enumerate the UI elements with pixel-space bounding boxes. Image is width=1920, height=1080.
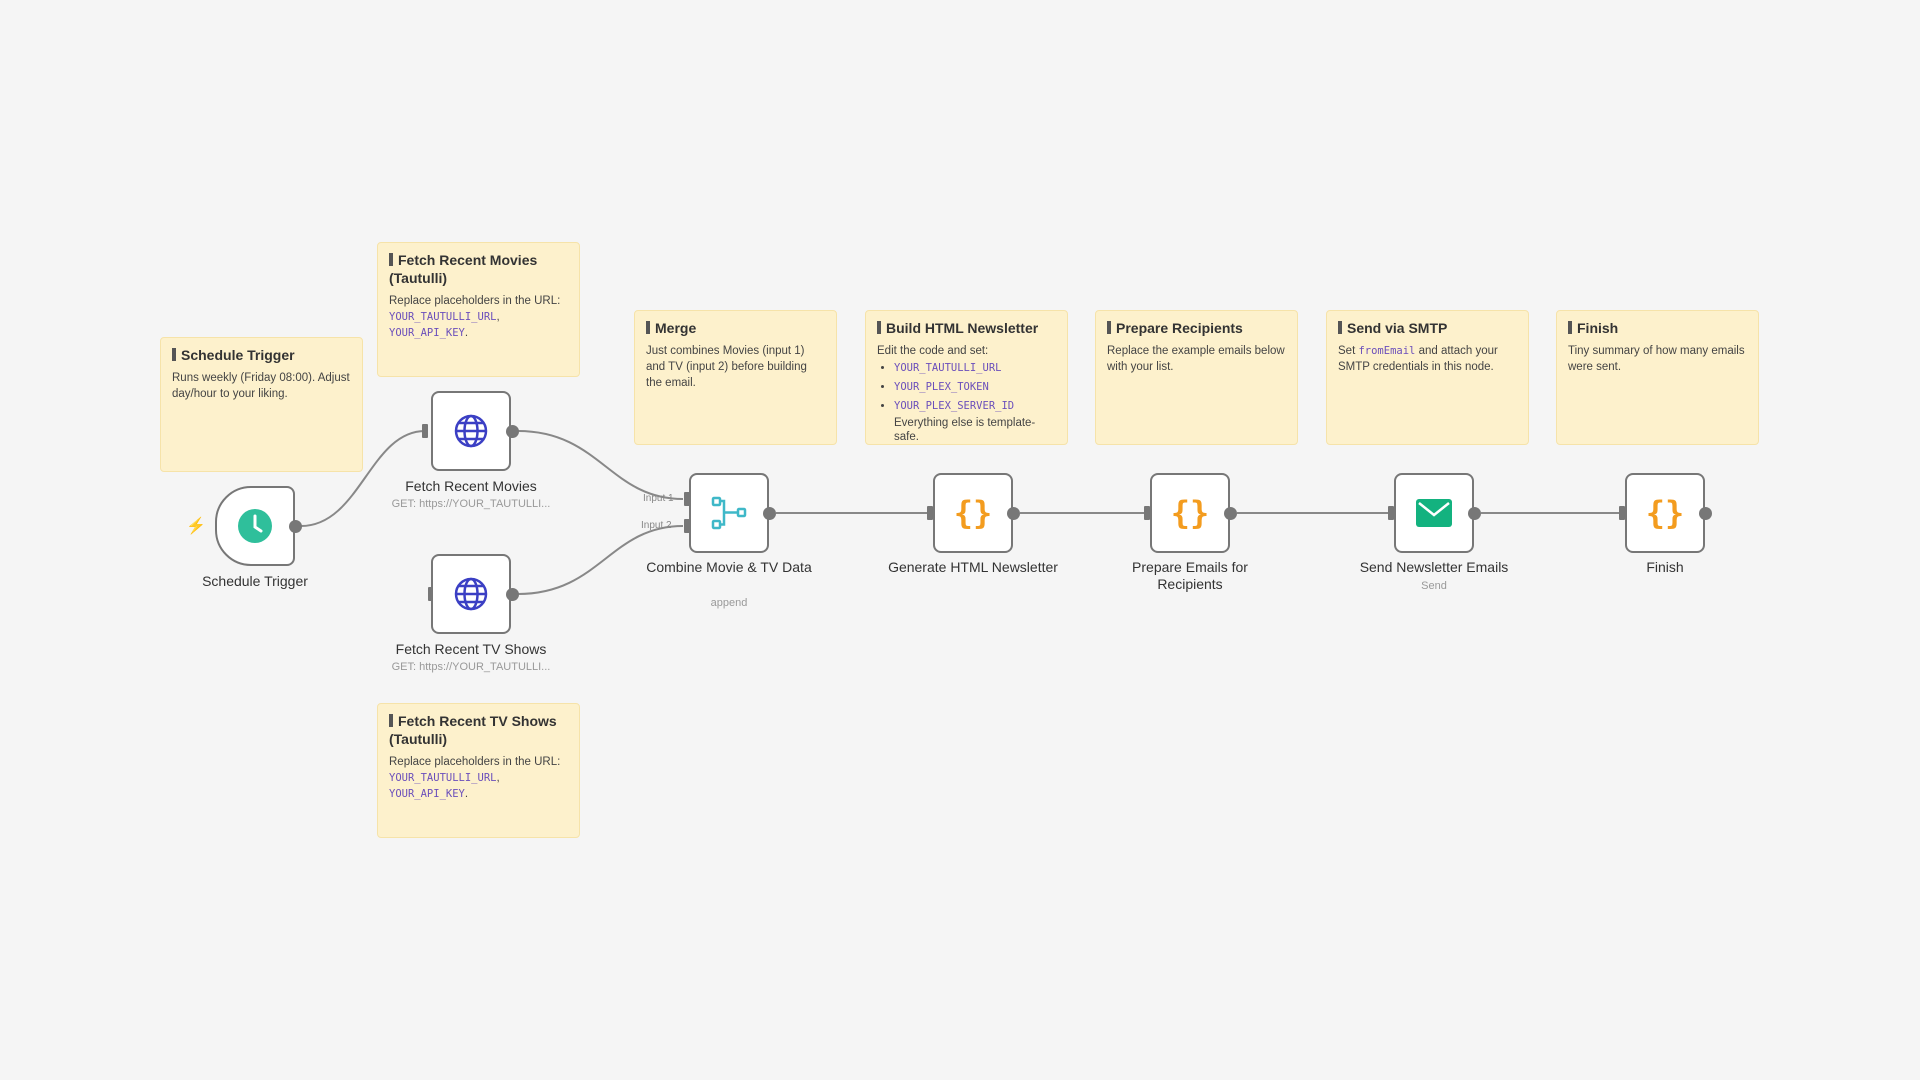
note-body: Just combines Movies (input 1) and TV (i… <box>646 345 807 389</box>
globe-icon <box>454 414 488 448</box>
sticky-note-finish[interactable]: Finish Tiny summary of how many emails w… <box>1556 310 1759 445</box>
input-handle[interactable] <box>422 424 428 438</box>
note-title: Build HTML Newsletter <box>886 320 1039 336</box>
output-handle[interactable] <box>1224 507 1237 520</box>
node-schedule-trigger[interactable] <box>215 486 295 566</box>
note-body: Set fromEmail and attach your SMTP crede… <box>1338 345 1498 373</box>
sticky-note-schedule[interactable]: Schedule Trigger Runs weekly (Friday 08:… <box>160 337 363 472</box>
note-bar-icon <box>646 321 650 334</box>
note-bar-icon <box>877 321 881 334</box>
input-handle-2[interactable] <box>684 519 690 533</box>
sticky-note-movies[interactable]: Fetch Recent Movies (Tautulli) Replace p… <box>377 242 580 377</box>
node-label: Finish <box>1646 559 1684 575</box>
node-prepare-emails[interactable]: {} <box>1150 473 1230 553</box>
merge-icon <box>711 496 747 530</box>
node-label: Generate HTML Newsletter <box>888 559 1058 575</box>
input-label: Input 2 <box>641 520 672 531</box>
code-braces-icon: {} <box>1170 494 1210 532</box>
node-label: Send Newsletter Emails <box>1359 559 1509 575</box>
output-handle[interactable] <box>1699 507 1712 520</box>
clock-icon <box>238 509 272 543</box>
node-label: Fetch Recent Movies <box>405 478 537 494</box>
input-handle-1[interactable] <box>684 492 690 506</box>
code-braces-icon: {} <box>953 494 993 532</box>
note-body: Tiny summary of how many emails were sen… <box>1568 345 1745 373</box>
note-body: Edit the code and set: <box>877 345 989 357</box>
node-send-emails[interactable] <box>1394 473 1474 553</box>
trigger-bolt-icon: ⚡ <box>186 518 206 535</box>
node-label: Prepare Emails for Recipients <box>1132 559 1248 592</box>
note-bar-icon <box>172 348 176 361</box>
edge-schedule-movies <box>300 430 426 527</box>
note-body: Replace the example emails below with yo… <box>1107 345 1285 373</box>
node-label: Fetch Recent TV Shows <box>395 641 547 657</box>
node-subtitle: Send <box>1421 580 1447 592</box>
email-icon <box>1416 499 1452 527</box>
node-label: Schedule Trigger <box>202 573 308 589</box>
input-label: Input 1 <box>643 493 674 504</box>
sticky-note-recipients[interactable]: Prepare Recipients Replace the example e… <box>1095 310 1298 445</box>
output-handle[interactable] <box>763 507 776 520</box>
node-fetch-movies[interactable] <box>431 391 511 471</box>
note-bar-icon <box>389 714 393 727</box>
node-subtitle: GET: https://YOUR_TAUTULLI... <box>391 498 551 510</box>
node-fetch-tv[interactable] <box>431 554 511 634</box>
sticky-note-smtp[interactable]: Send via SMTP Set fromEmail and attach y… <box>1326 310 1529 445</box>
note-title: Prepare Recipients <box>1116 320 1243 336</box>
sticky-note-merge[interactable]: Merge Just combines Movies (input 1) and… <box>634 310 837 445</box>
note-body: Runs weekly (Friday 08:00). Adjust day/h… <box>172 372 350 400</box>
sticky-note-tv[interactable]: Fetch Recent TV Shows (Tautulli) Replace… <box>377 703 580 838</box>
note-body: Replace placeholders in the URL: YOUR_TA… <box>389 756 561 800</box>
sticky-note-build[interactable]: Build HTML Newsletter Edit the code and … <box>865 310 1068 445</box>
note-title: Schedule Trigger <box>181 347 295 363</box>
node-finish[interactable]: {} <box>1625 473 1705 553</box>
note-bar-icon <box>389 253 393 266</box>
code-braces-icon: {} <box>1645 494 1685 532</box>
node-subtitle: GET: https://YOUR_TAUTULLI... <box>391 661 551 673</box>
note-bar-icon <box>1338 321 1342 334</box>
node-subtitle: append <box>710 597 748 609</box>
edge-tv-merge <box>517 525 684 595</box>
node-generate-html[interactable]: {} <box>933 473 1013 553</box>
globe-icon <box>454 577 488 611</box>
note-title: Finish <box>1577 320 1619 336</box>
output-handle[interactable] <box>1007 507 1020 520</box>
input-handle[interactable] <box>1619 506 1625 520</box>
input-handle[interactable] <box>1388 506 1394 520</box>
note-title: Fetch Recent Movies (Tautulli) <box>389 252 538 286</box>
note-bar-icon <box>1568 321 1572 334</box>
node-label: Combine Movie & TV Data <box>646 559 812 575</box>
note-body: Replace placeholders in the URL: YOUR_TA… <box>389 295 561 339</box>
input-handle[interactable] <box>1144 506 1150 520</box>
output-handle[interactable] <box>506 588 519 601</box>
input-handle[interactable] <box>927 506 933 520</box>
note-title: Merge <box>655 320 697 336</box>
output-handle[interactable] <box>289 520 302 533</box>
output-handle[interactable] <box>506 425 519 438</box>
note-bar-icon <box>1107 321 1111 334</box>
note-title: Fetch Recent TV Shows (Tautulli) <box>389 713 557 747</box>
note-title: Send via SMTP <box>1347 320 1448 336</box>
note-list: YOUR_TAUTULLI_URL YOUR_PLEX_TOKEN YOUR_P… <box>877 359 1056 444</box>
node-merge[interactable] <box>689 473 769 553</box>
edge-movies-merge <box>517 430 684 500</box>
output-handle[interactable] <box>1468 507 1481 520</box>
